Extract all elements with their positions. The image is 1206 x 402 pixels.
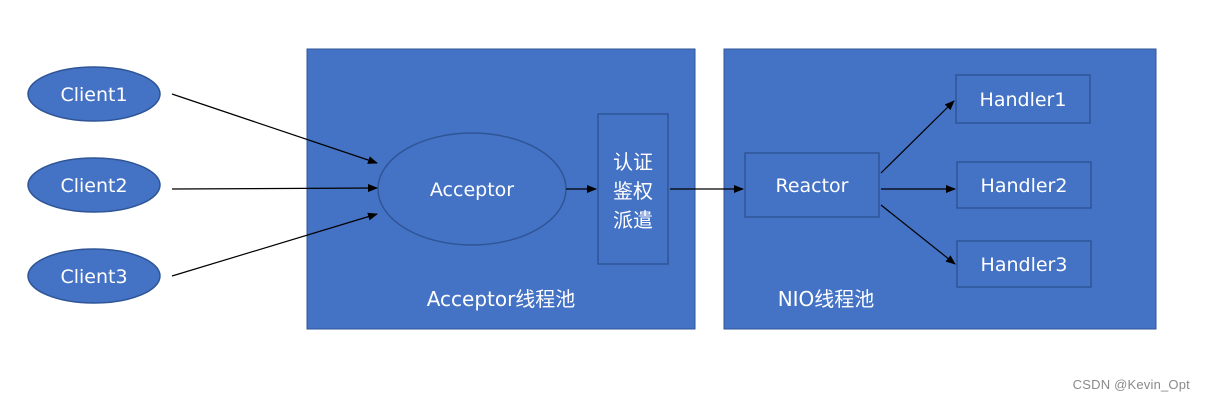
- auth-line: 认证: [613, 150, 653, 174]
- client-node: Client1: [27, 66, 161, 122]
- auth-dispatch-node: 认证 鉴权 派遣: [597, 113, 669, 265]
- handler-node: Handler3: [956, 240, 1092, 288]
- watermark: CSDN @Kevin_Opt: [1072, 377, 1190, 392]
- handler-node: Handler2: [956, 161, 1092, 209]
- reactor-label: Reactor: [775, 175, 848, 197]
- client-label: Client1: [60, 84, 127, 106]
- auth-line: 鉴权: [613, 179, 653, 203]
- reactor-node: Reactor: [744, 152, 880, 218]
- arrow-client1-to-acceptor: [171, 93, 378, 164]
- nio-pool-title: NIO线程池: [778, 287, 875, 311]
- handler-label: Handler1: [980, 89, 1067, 111]
- handler-label: Handler2: [981, 175, 1068, 197]
- acceptor-label: Acceptor: [430, 179, 514, 201]
- client-label: Client3: [60, 266, 127, 288]
- arrow-reactor-to-handler3: [880, 204, 956, 265]
- acceptor-node: Acceptor: [377, 132, 567, 246]
- client-label: Client2: [60, 175, 127, 197]
- auth-line: 派遣: [613, 208, 653, 232]
- handler-node: Handler1: [955, 74, 1091, 124]
- client-node: Client2: [27, 157, 161, 213]
- arrow-client3-to-acceptor: [171, 212, 378, 277]
- arrow-reactor-to-handler1: [880, 100, 955, 174]
- arrow-client2-to-acceptor: [171, 184, 378, 193]
- handler-label: Handler3: [981, 254, 1068, 276]
- client-node: Client3: [27, 248, 161, 304]
- acceptor-pool-title: Acceptor线程池: [427, 287, 576, 311]
